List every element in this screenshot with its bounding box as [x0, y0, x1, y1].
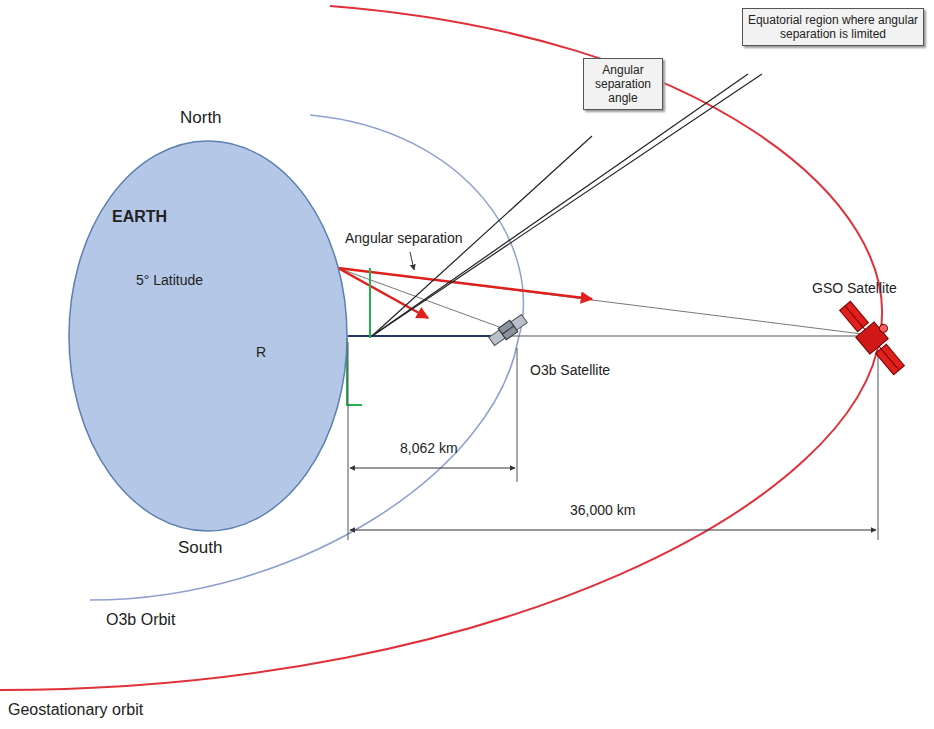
- o3b-satellite-icon: [488, 313, 529, 347]
- o3b-axis: [348, 335, 505, 337]
- dimension-line: [350, 468, 515, 469]
- earth-fill: [69, 141, 347, 531]
- region-title: EARTH: [112, 208, 348, 226]
- diagram-label: O3b Satellite: [530, 362, 610, 378]
- callout-text: Equatorial region where angular separati…: [747, 13, 919, 41]
- diagram-label: GSO Satellite: [812, 280, 897, 296]
- callout-box: Angular separation angle: [583, 58, 663, 110]
- dimension-extension: [517, 348, 518, 482]
- earth-shape: [68, 140, 348, 532]
- callout-text: Angular separation angle: [588, 63, 658, 105]
- diagram-label: South: [178, 540, 222, 556]
- diagram-label: Angular separation: [345, 230, 463, 246]
- red-arrow-o3b: [338, 268, 428, 318]
- diagram-label: 8,062 km: [400, 440, 458, 456]
- dimension-extension: [348, 342, 349, 540]
- angle-arrow: [410, 252, 414, 270]
- equatorial-bracket: [347, 268, 370, 405]
- callout-leader: [372, 74, 762, 336]
- callout-leader: [372, 74, 748, 336]
- callout-box: Equatorial region where angular separati…: [742, 8, 924, 46]
- red-arrow-gso: [338, 268, 592, 299]
- diagram-label: North: [180, 110, 222, 126]
- diagram-label: O3b Orbit: [106, 612, 175, 628]
- diagram-label: R: [256, 344, 266, 360]
- diagram-label: 36,000 km: [570, 502, 635, 518]
- gso-satellite-icon: [836, 294, 914, 378]
- dimension-extension: [878, 350, 879, 540]
- geo-orbit: [0, 6, 882, 690]
- earth-ellipse: EARTH: [68, 140, 348, 532]
- diagram-label: Geostationary orbit: [8, 702, 143, 718]
- gso-sightline: [338, 268, 870, 335]
- diagram-label: 5° Latitude: [136, 272, 203, 288]
- dimension-line: [350, 530, 876, 531]
